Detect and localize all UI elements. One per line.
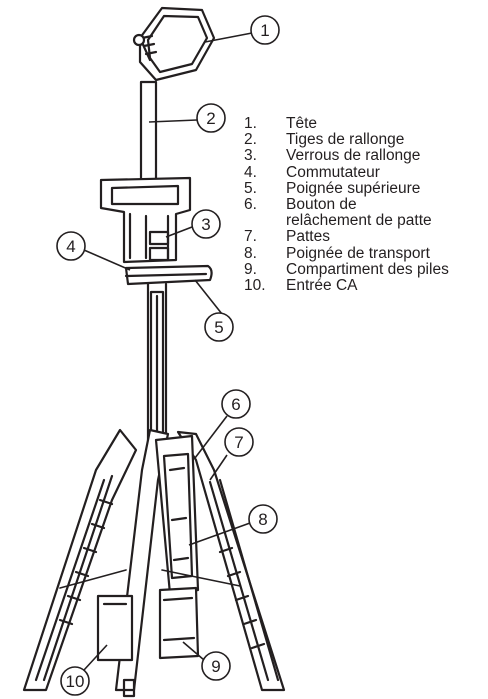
callout-1: 1 <box>250 15 280 45</box>
legend-item-continuation: relâchement de patte <box>286 212 432 230</box>
leader-7 <box>209 454 228 481</box>
leader-2 <box>148 119 198 123</box>
ac-inlet-box <box>96 594 136 698</box>
leader-4 <box>83 249 131 271</box>
callout-8: 8 <box>248 504 278 534</box>
callout-2: 2 <box>196 103 226 133</box>
legend-item: 10.Entrée CA <box>244 277 358 295</box>
legend-item: 2.Tiges de rallonge <box>244 131 405 149</box>
leader-9 <box>182 641 205 661</box>
svg-text:7: 7 <box>234 433 243 452</box>
lower-column <box>146 282 168 442</box>
callout-4: 4 <box>56 231 86 261</box>
svg-text:5: 5 <box>214 318 223 337</box>
leader-10 <box>83 644 108 671</box>
svg-text:4: 4 <box>66 237 75 256</box>
legend-item: 5.Poignée supérieure <box>244 179 421 197</box>
svg-text:8: 8 <box>258 510 267 529</box>
callout-6: 6 <box>221 389 251 419</box>
callout-3: 3 <box>191 209 221 239</box>
legend-item: 9.Compartiment des piles <box>244 260 449 278</box>
svg-text:1: 1 <box>260 21 269 40</box>
leader-3 <box>165 226 193 238</box>
battery-compartment <box>158 586 200 660</box>
leader-1 <box>204 32 253 43</box>
leg-left <box>22 428 138 692</box>
leg-right <box>176 430 286 692</box>
svg-text:2: 2 <box>206 109 215 128</box>
parts-legend: 1.Tête 2.Tiges de rallonge 3.Verrous de … <box>244 115 449 295</box>
callout-5: 5 <box>204 312 234 342</box>
svg-text:9: 9 <box>211 657 220 676</box>
legend-item: 7.Pattes <box>244 228 330 246</box>
legend-item: 1.Tête <box>244 115 318 132</box>
top-housing <box>99 176 192 264</box>
leader-6 <box>194 415 228 459</box>
svg-text:6: 6 <box>231 395 240 414</box>
legend-item: 8.Poignée de transport <box>244 244 430 262</box>
leader-5 <box>194 279 223 315</box>
legend-item: 4.Commutateur <box>244 163 380 181</box>
leader-8 <box>188 522 251 546</box>
callout-10: 10 <box>60 666 90 696</box>
callout-9: 9 <box>201 651 231 681</box>
lamp-head <box>132 6 216 82</box>
legend-item: 3.Verrous de rallonge <box>244 147 421 165</box>
legend-item: 6.Bouton de <box>244 196 357 214</box>
callout-7: 7 <box>224 427 254 457</box>
svg-text:10: 10 <box>66 672 85 691</box>
svg-text:3: 3 <box>201 215 210 234</box>
